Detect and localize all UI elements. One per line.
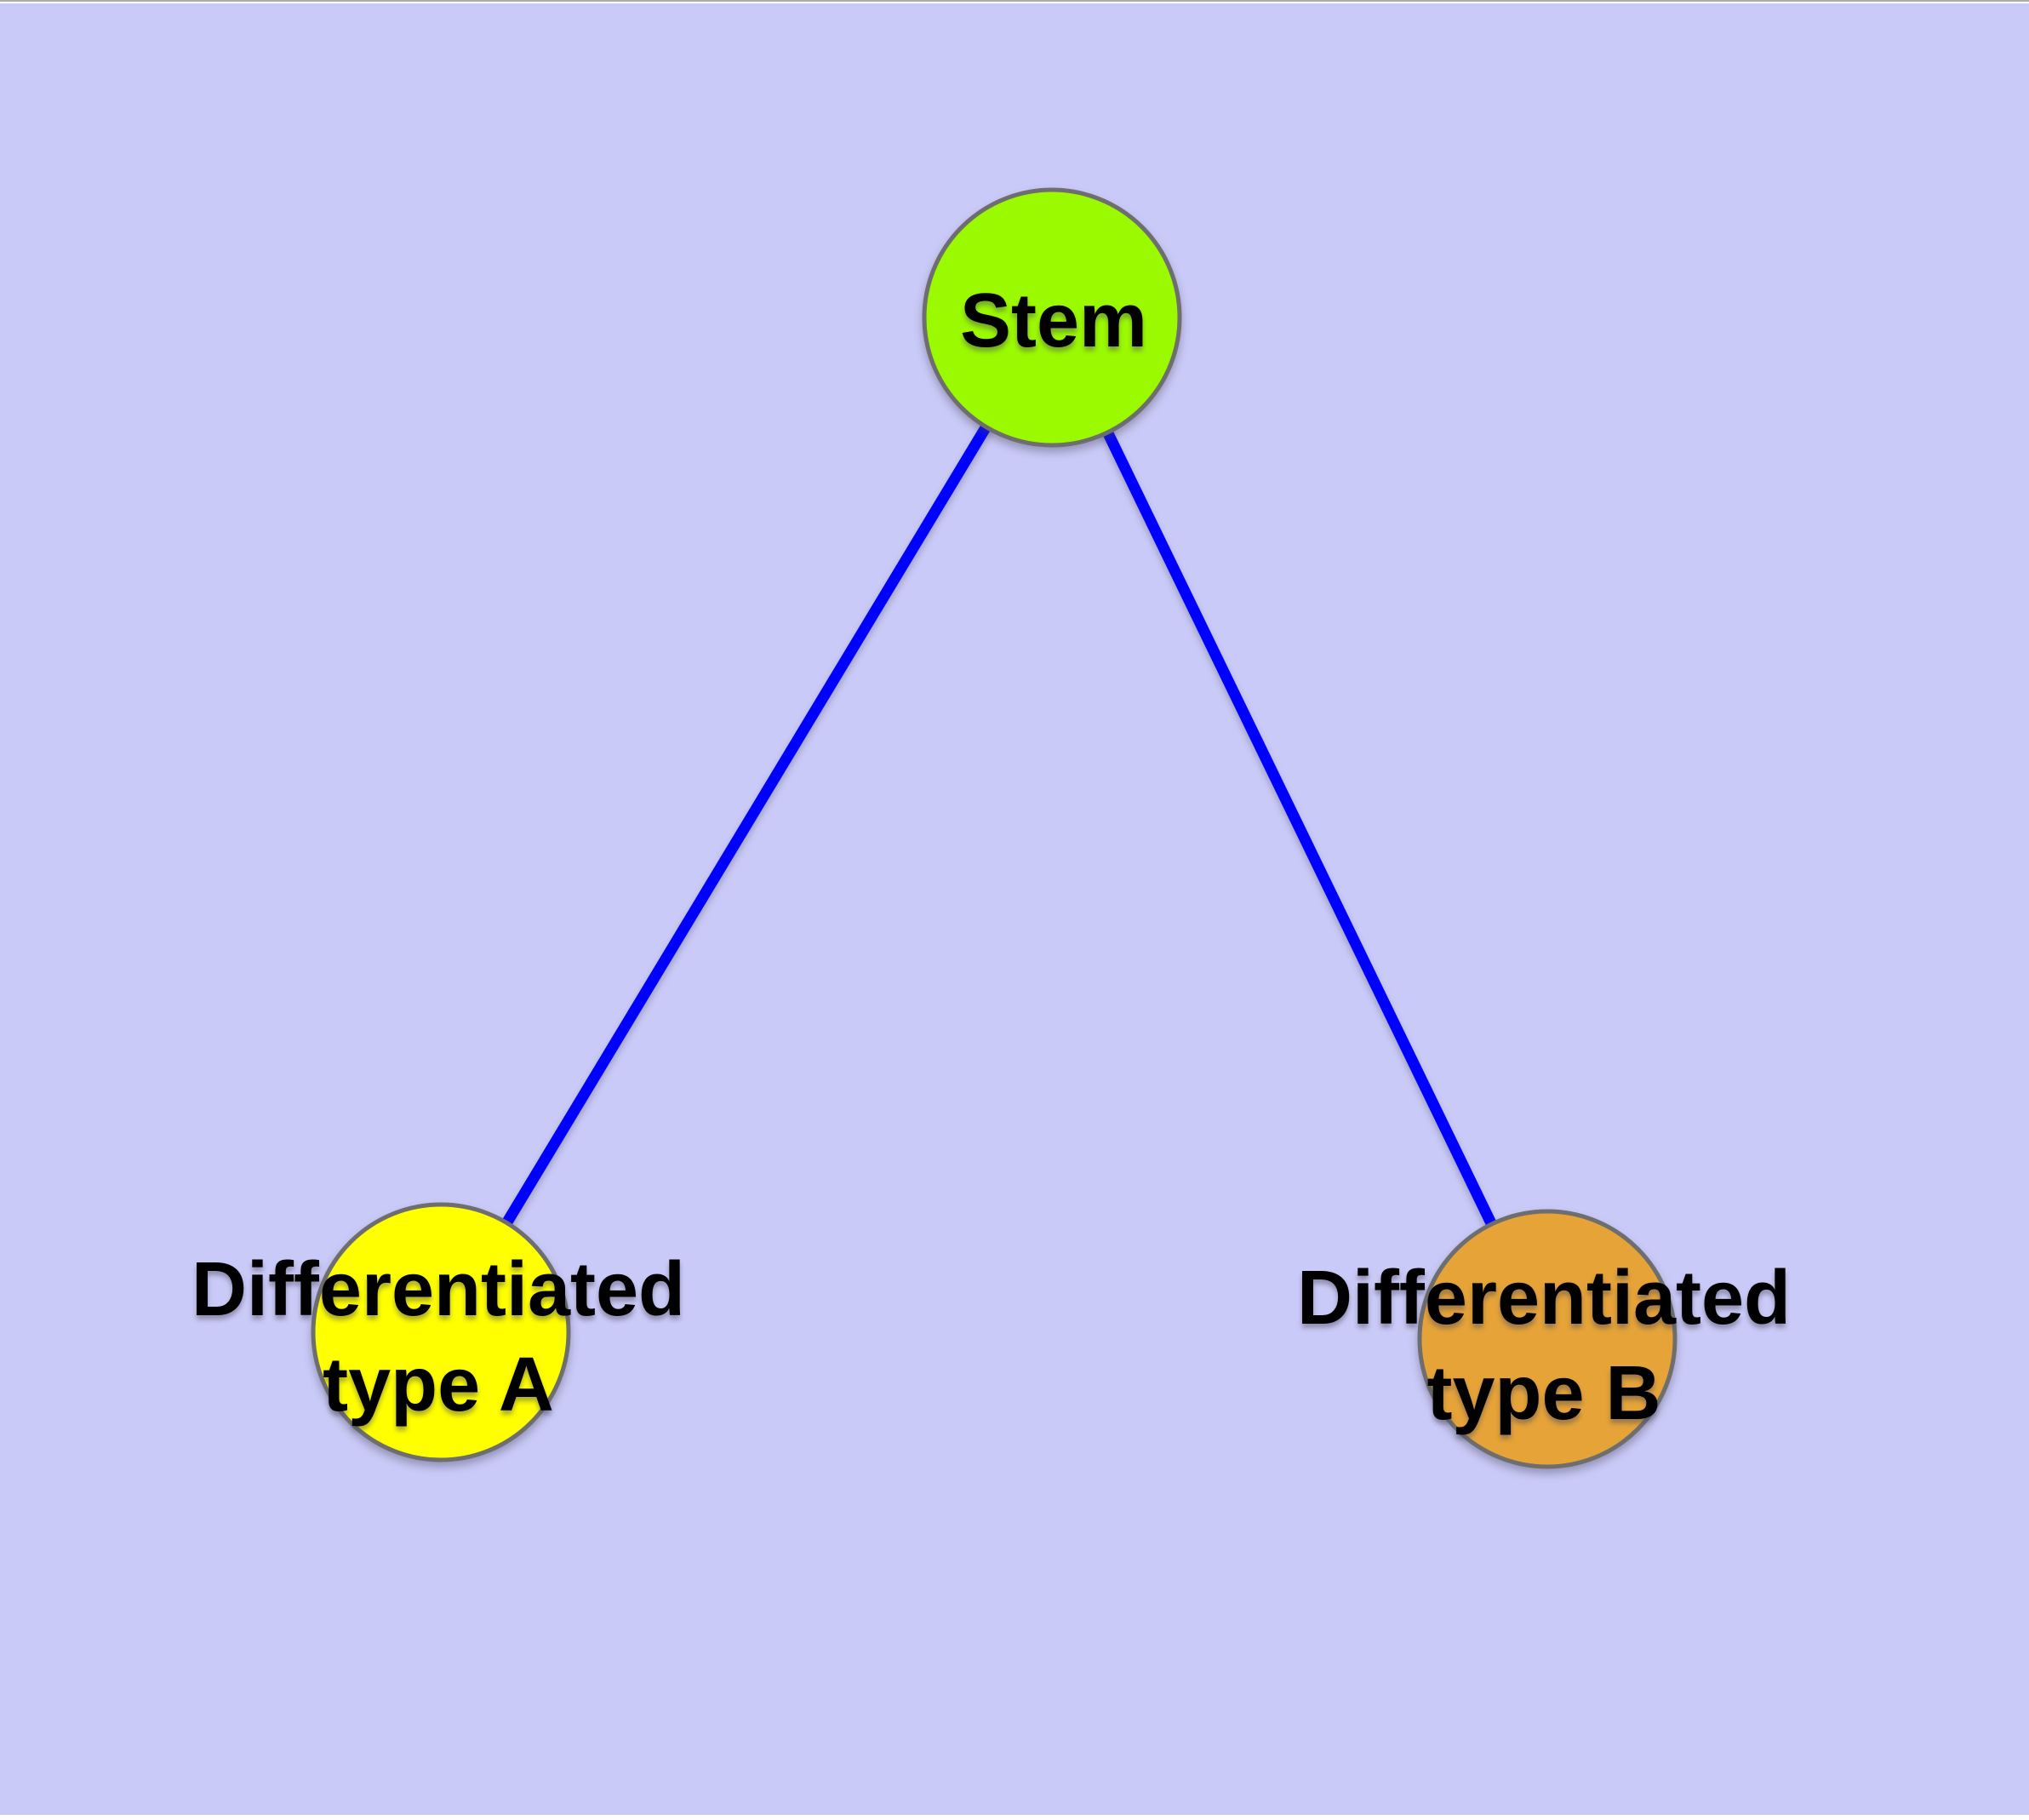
node-type-b-label-line1: Differentiated (1297, 1256, 1791, 1341)
node-type-a-label-line1: Differentiated (191, 1247, 685, 1332)
node-stem-label: Stem (960, 278, 1147, 363)
node-type-b-label-line2: type B (1426, 1351, 1660, 1436)
node-stem (922, 187, 1182, 448)
edge-stem-to-type-a (436, 314, 1057, 1336)
node-differentiated-type-b (1417, 1209, 1677, 1469)
node-type-a-label-line2: type A (323, 1342, 554, 1428)
node-differentiated-type-a (311, 1202, 571, 1462)
edge-stem-to-type-b (1047, 315, 1552, 1342)
